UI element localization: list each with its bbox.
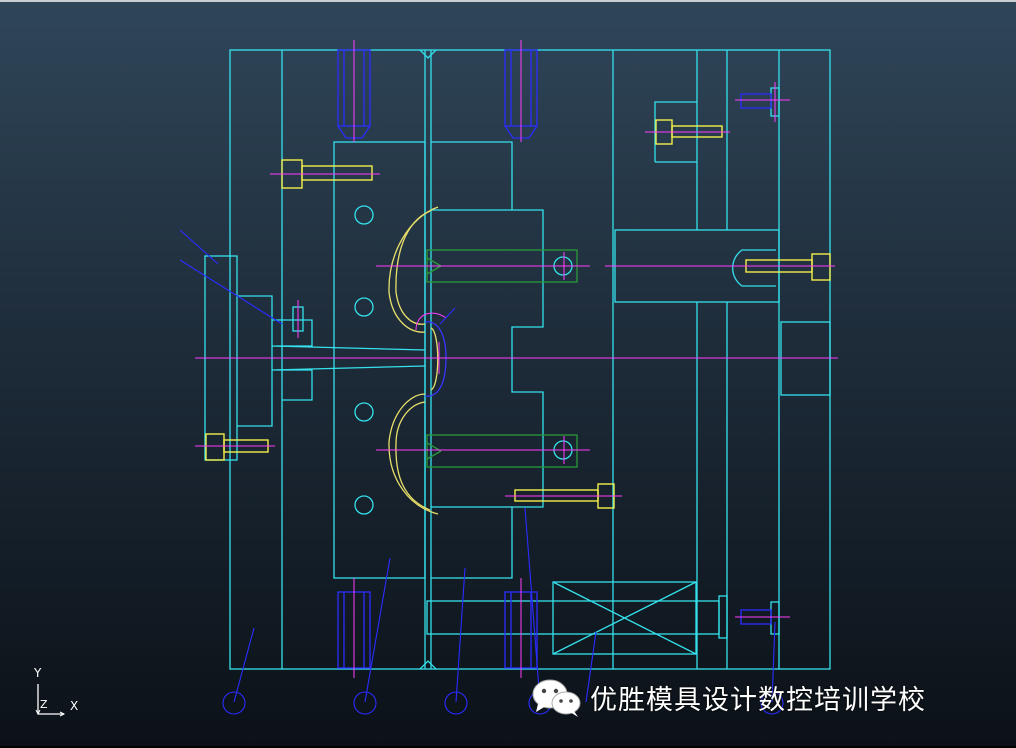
guide-bolts (337, 49, 772, 669)
axis-z-label: Z (40, 698, 48, 711)
watermark: 优胜模具设计数控培训学校 (528, 676, 926, 718)
wechat-icon (532, 679, 581, 717)
axis-x-label: X (70, 699, 79, 713)
axis-triad-icon (35, 684, 66, 717)
axis-y-label: Y (34, 666, 42, 680)
mold-outline (204, 49, 831, 670)
center-lines (195, 40, 838, 678)
watermark-text: 优胜模具设计数控培训学校 (590, 684, 926, 716)
molded-part (388, 206, 447, 515)
